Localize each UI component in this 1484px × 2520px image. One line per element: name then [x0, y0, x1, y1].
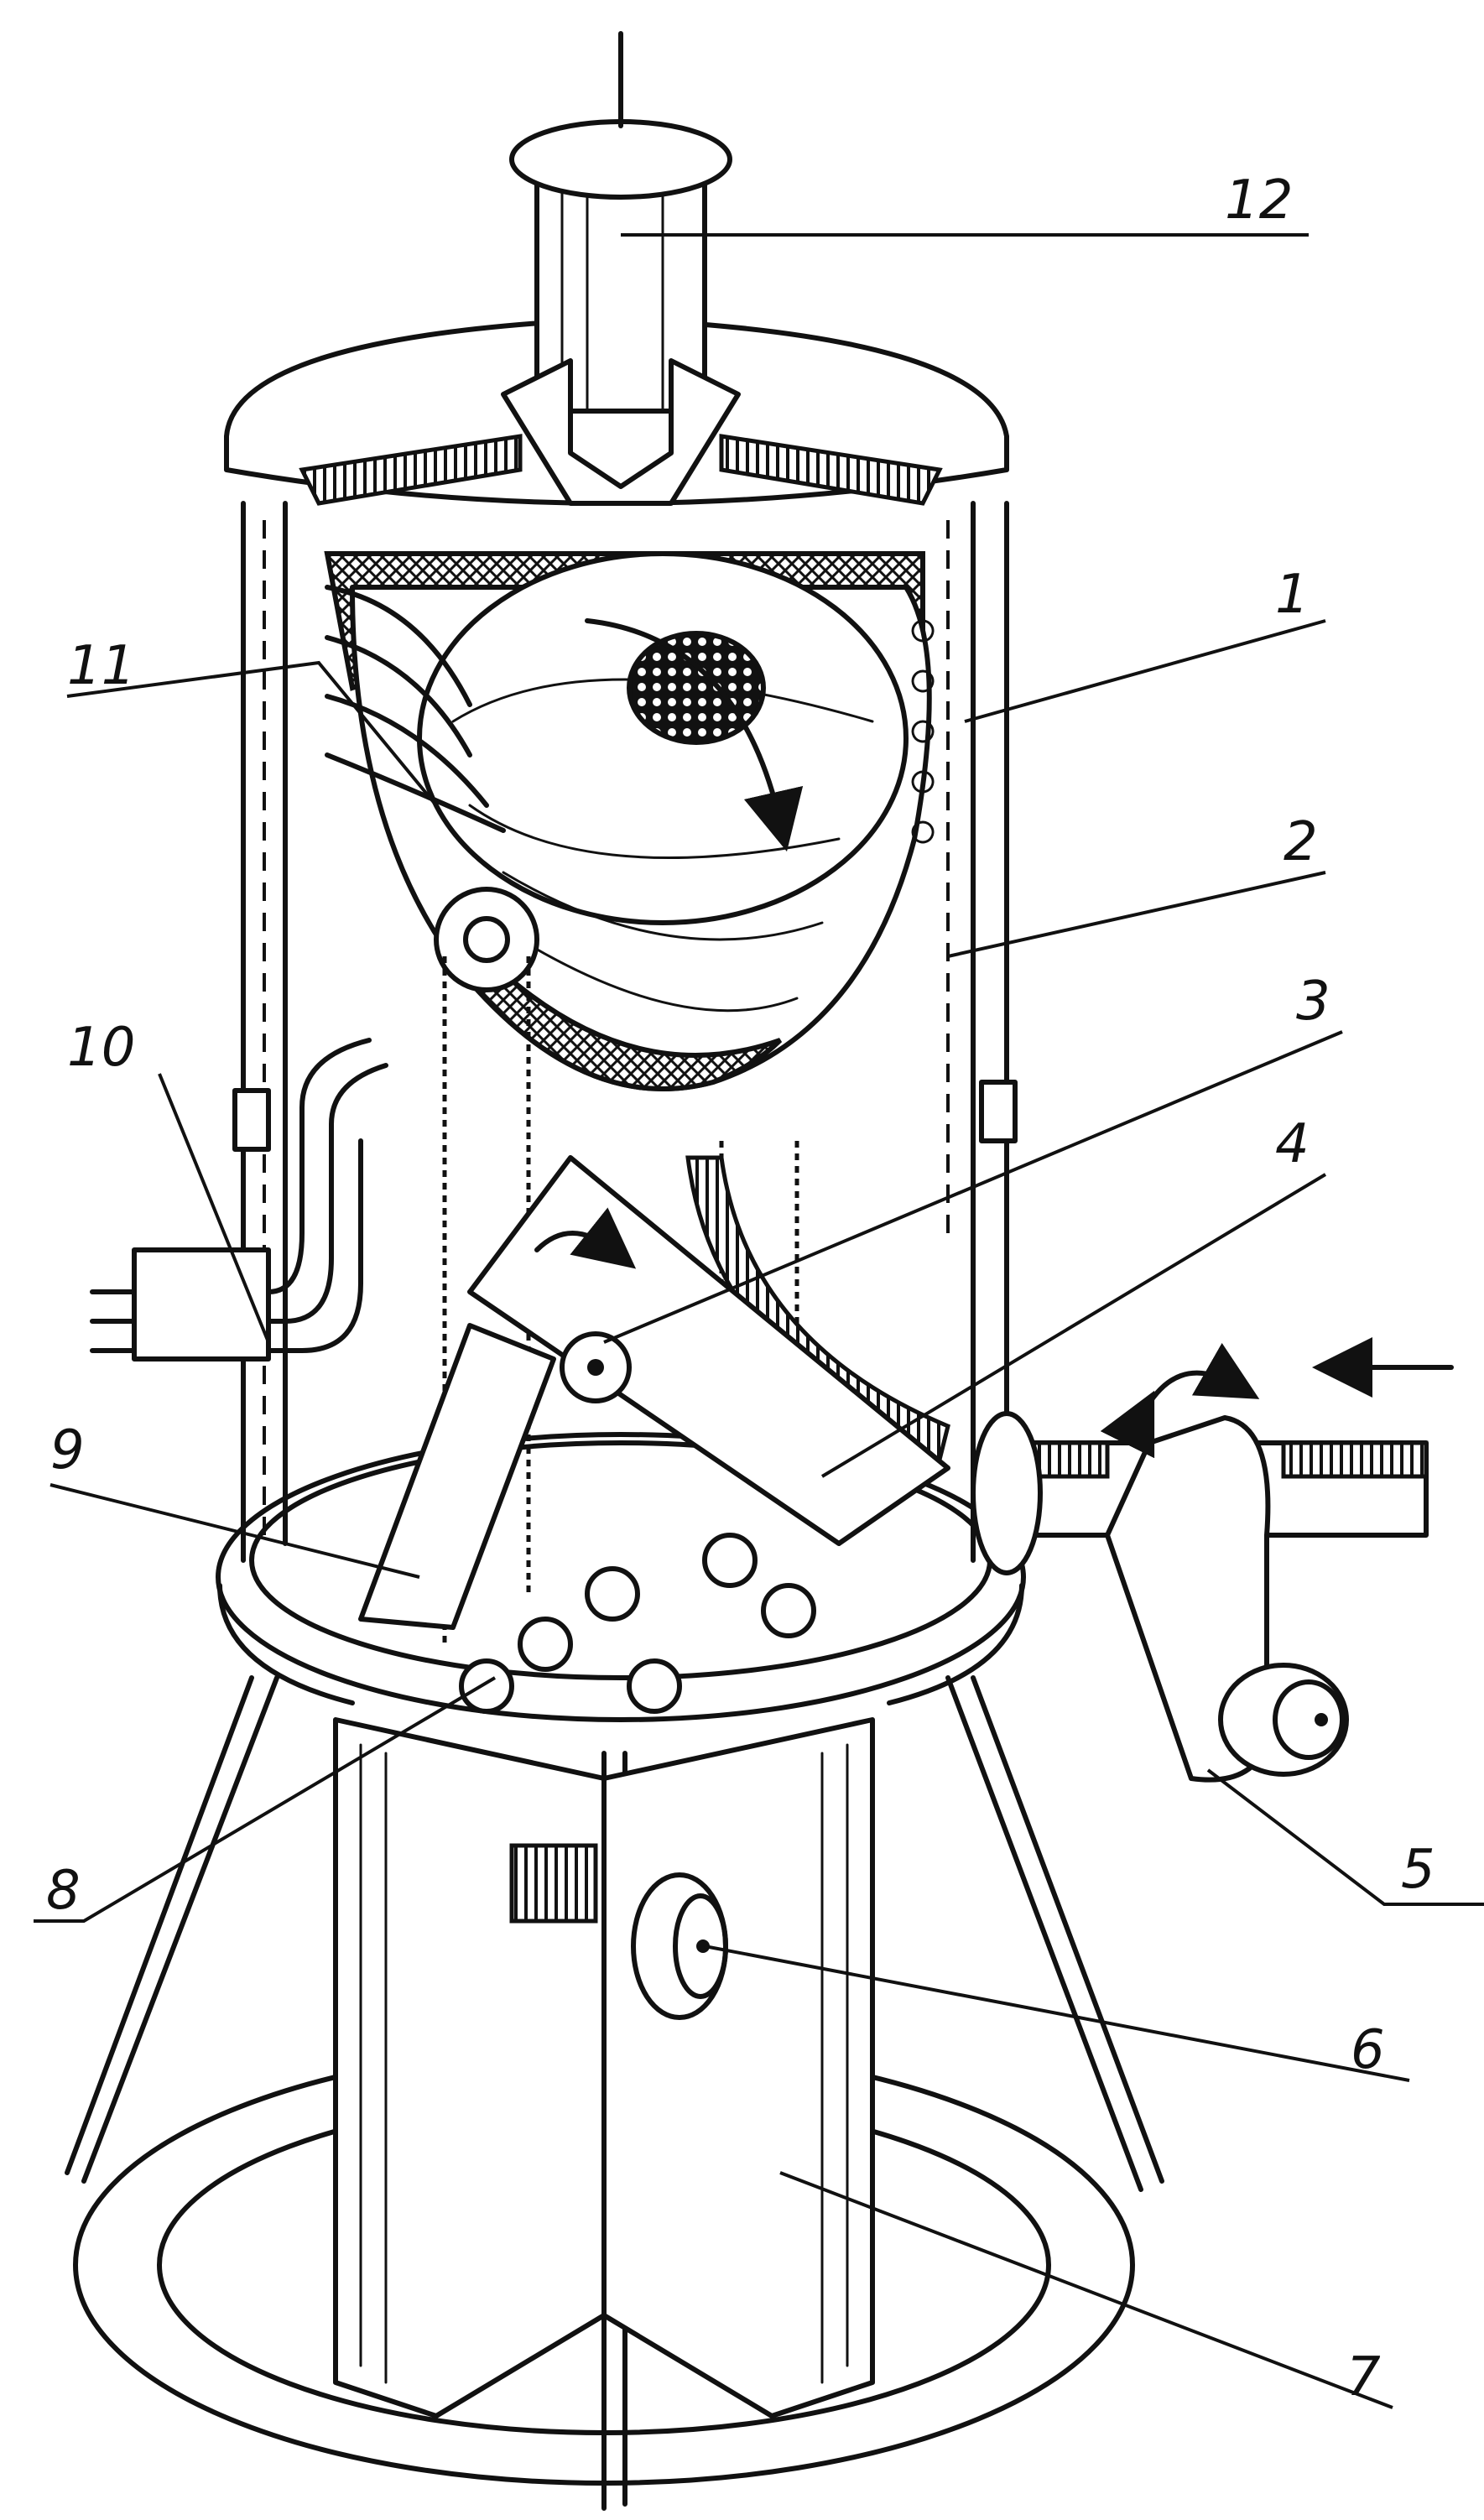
leader-11 — [66, 660, 438, 807]
callout-5: 5 — [1401, 1839, 1435, 1901]
side-motor-axle — [1315, 1713, 1328, 1726]
callout-3: 3 — [1296, 971, 1330, 1033]
side-motor — [1218, 1663, 1349, 1777]
leader-5 — [1206, 1768, 1484, 1906]
inlet-box — [132, 1247, 271, 1362]
leader-8 — [34, 1676, 497, 1923]
side-flange — [971, 1411, 1043, 1575]
roller-1 — [459, 1658, 514, 1714]
lower-drive-motor-face — [673, 1893, 728, 1999]
tripod-leg-right — [945, 1675, 1164, 2192]
leader-7 — [779, 2171, 1393, 2409]
coil-tubes — [325, 585, 506, 833]
top-funnel — [501, 358, 741, 506]
housing-right-wall — [971, 501, 1009, 1563]
drum-rotation-arrow — [585, 618, 804, 852]
leader-4 — [820, 1173, 1327, 1478]
drum-rotor-shading — [451, 678, 874, 1013]
platform-ring-thickness — [217, 1583, 1024, 1705]
drum-port — [627, 631, 766, 745]
tripod-leg-left — [65, 1675, 279, 2184]
deflector-plate — [358, 1323, 556, 1630]
drum-lower-hatch — [465, 970, 783, 1091]
callout-8: 8 — [46, 1860, 81, 1922]
drum-ball-row — [911, 619, 935, 844]
leader-1 — [964, 619, 1326, 723]
roller-4 — [585, 1566, 640, 1622]
callout-12: 12 — [1225, 169, 1293, 232]
roller-5 — [702, 1533, 758, 1588]
mount-right — [979, 1080, 1018, 1143]
leader-9 — [49, 1483, 420, 1579]
leader-6 — [704, 1945, 1410, 2082]
callout-9: 9 — [50, 1419, 85, 1481]
roller-2 — [518, 1617, 573, 1672]
drum-rotor — [417, 551, 909, 925]
side-swing-arrow — [1100, 1342, 1260, 1459]
curved-chute — [685, 1155, 950, 1463]
housing-left-wall — [241, 501, 288, 1563]
callout-6: 6 — [1351, 2019, 1385, 2081]
support-column-lines — [359, 1743, 849, 2384]
top-lid-rim-right — [719, 434, 943, 506]
callout-1: 1 — [1275, 564, 1310, 626]
leader-2 — [947, 871, 1326, 958]
roller-3 — [627, 1658, 682, 1714]
support-column-left — [333, 1717, 607, 2418]
guide-pulley-hub — [587, 1359, 604, 1376]
leader-10 — [158, 1073, 270, 1343]
lower-drive-bracket — [509, 1843, 598, 1924]
top-lid-rim — [299, 434, 523, 506]
inlet-tubes — [90, 1038, 388, 1353]
roller-6 — [761, 1583, 816, 1638]
side-motor-face — [1273, 1679, 1345, 1760]
top-cap — [509, 119, 732, 200]
mount-left — [232, 1088, 271, 1152]
leader-3 — [603, 1030, 1343, 1344]
upper-pulley-hub — [463, 916, 510, 963]
guide-swing-arrow — [534, 1207, 637, 1269]
side-shaft-stripes — [1281, 1440, 1429, 1479]
callout-2: 2 — [1284, 811, 1318, 873]
callout-7: 7 — [1346, 2346, 1381, 2408]
callout-10: 10 — [67, 1017, 135, 1079]
support-column-right — [601, 1717, 875, 2418]
callout-11: 11 — [67, 635, 135, 697]
callout-4: 4 — [1275, 1113, 1310, 1175]
lower-drive-axle — [696, 1939, 710, 1953]
